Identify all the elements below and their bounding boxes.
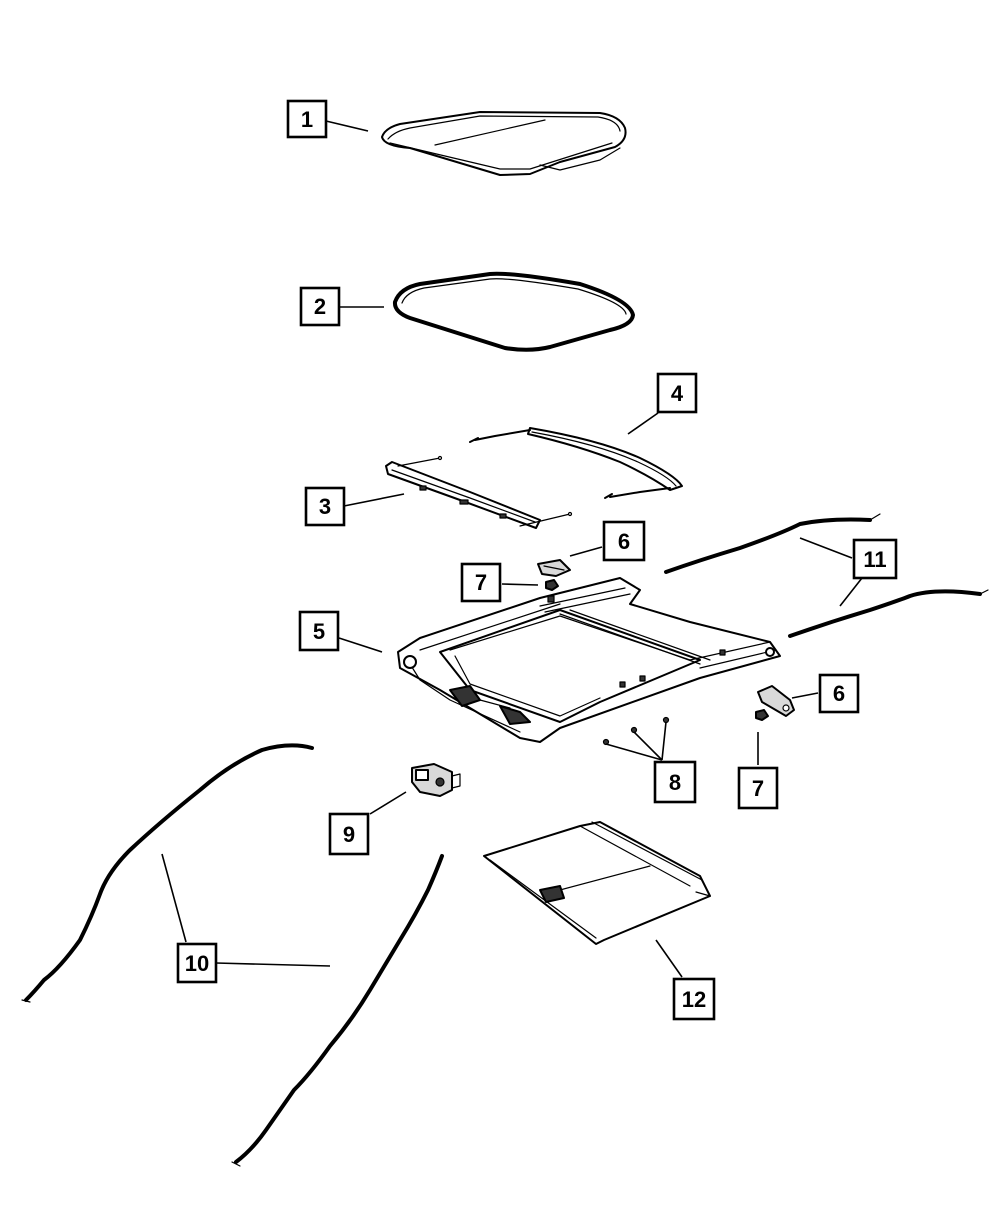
leader-9 — [369, 791, 407, 815]
part-4-wind-deflector — [469, 427, 683, 499]
part-6-bracket-upper — [537, 559, 571, 577]
callout-5-label: 5 — [313, 619, 325, 644]
leader-12 — [655, 939, 683, 978]
leader-10a — [161, 853, 187, 943]
callout-3-label: 3 — [319, 494, 331, 519]
callout-6-upper: 6 — [602, 520, 646, 562]
callout-9-label: 9 — [343, 822, 355, 847]
leader-1 — [325, 120, 369, 132]
callout-7-upper-label: 7 — [475, 570, 487, 595]
callout-1: 1 — [286, 99, 328, 139]
callout-11: 11 — [852, 538, 898, 580]
part-9-motor — [411, 763, 461, 797]
callout-8: 8 — [653, 760, 697, 804]
callout-9: 9 — [328, 812, 370, 856]
callout-7-lower-label: 7 — [752, 776, 764, 801]
leader-11b — [839, 577, 863, 607]
part-10-drain-tubes — [21, 743, 444, 1167]
leader-8b — [633, 731, 663, 761]
callout-8-label: 8 — [669, 770, 681, 795]
callout-10-label: 10 — [185, 951, 209, 976]
leader-6a — [569, 546, 603, 557]
callout-5: 5 — [298, 610, 340, 652]
leader-8a — [605, 743, 663, 761]
leader-lines — [161, 120, 863, 978]
part-7-nut-lower — [755, 709, 769, 721]
callout-11-label: 11 — [863, 547, 886, 572]
callout-4-label: 4 — [671, 381, 684, 406]
part-7-nut-upper — [545, 579, 559, 591]
leader-8c — [661, 721, 667, 761]
leader-4 — [627, 412, 659, 435]
part-6-bracket-lower — [757, 685, 795, 717]
leader-5 — [338, 637, 383, 653]
callout-2: 2 — [299, 286, 341, 327]
part-8-fasteners — [602, 716, 670, 746]
part-2-seal — [392, 271, 635, 352]
callout-7-lower: 7 — [737, 766, 779, 810]
leader-6b — [791, 692, 819, 699]
part-5-sunroof-frame — [397, 577, 781, 743]
leader-11a — [799, 537, 853, 559]
callout-6-upper-label: 6 — [618, 529, 630, 554]
callout-10: 10 — [176, 942, 218, 984]
callout-12: 12 — [672, 977, 716, 1021]
callout-6-lower: 6 — [818, 673, 860, 714]
callout-4: 4 — [656, 372, 698, 414]
callout-12-label: 12 — [682, 987, 706, 1012]
part-12-sunshade — [483, 821, 711, 945]
callout-1-label: 1 — [301, 107, 313, 132]
leader-3 — [343, 493, 405, 507]
callout-2-label: 2 — [314, 294, 326, 319]
part-1-glass-panel — [381, 111, 627, 176]
part-3-front-rail — [385, 455, 573, 529]
leader-7a — [501, 583, 539, 586]
part-11-drain-tubes — [664, 513, 989, 638]
callout-7-upper: 7 — [460, 562, 502, 603]
callout-6-lower-label: 6 — [833, 681, 845, 706]
leader-10b — [215, 962, 331, 967]
callout-3: 3 — [304, 486, 346, 527]
